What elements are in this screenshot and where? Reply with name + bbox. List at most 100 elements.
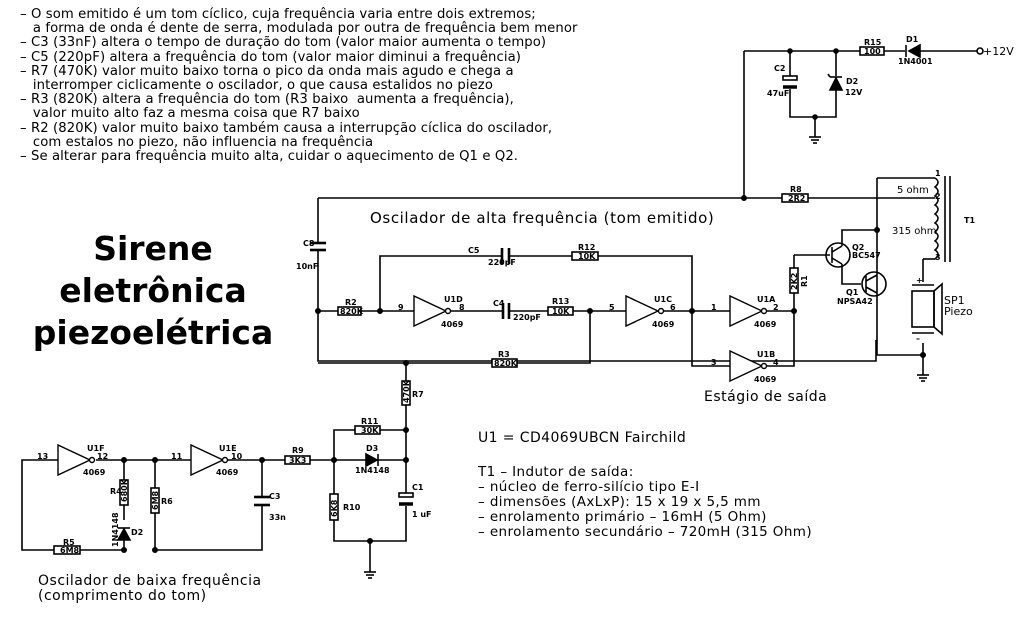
t1-pin2: 2 — [935, 192, 941, 201]
high-osc-label: Oscilador de alta frequência (tom emitid… — [370, 209, 715, 227]
d2s-ref: D2 — [131, 528, 143, 537]
transistor-q1 — [861, 271, 887, 297]
inverter-u1e — [190, 443, 225, 477]
c8-ref: C8 — [303, 239, 315, 248]
c3-value: 33n — [269, 513, 286, 522]
inverter-u1a — [729, 294, 764, 328]
resistor-r9 — [284, 455, 311, 465]
r15-ref: R15 — [864, 38, 882, 47]
diodes — [116, 43, 921, 541]
resistor-r3 — [491, 358, 518, 368]
resistor-r5 — [53, 545, 81, 555]
c8-value: 10nF — [296, 262, 318, 271]
r4-ref: R4 — [110, 487, 122, 496]
r13-value: 10K — [552, 307, 570, 316]
note-line: a forma de onda é dente de serra, modula… — [20, 21, 578, 37]
sp1-value: Piezo — [944, 305, 973, 318]
u1f-part: 4069 — [83, 468, 106, 477]
note-line: – C3 (33nF) altera o tempo de duração do… — [20, 35, 547, 51]
r3-value: 820K — [494, 359, 518, 368]
u1-spec: U1 = CD4069UBCN Fairchild — [478, 430, 687, 446]
note-line: – R3 (820K) altera a frequência do tom (… — [20, 92, 514, 108]
t1-spec-line: – enrolamento primário – 16mH (5 Ohm) — [478, 509, 767, 525]
piezo-sp1 — [911, 282, 943, 336]
u1b-out: 4 — [773, 358, 779, 367]
transistor-q2 — [825, 242, 851, 268]
r2-ref: R2 — [345, 298, 357, 307]
d3-value: 1N4148 — [355, 466, 390, 475]
u1d-ref: U1D — [444, 295, 463, 304]
r8-ref: R8 — [790, 185, 802, 194]
r13-ref: R13 — [552, 297, 569, 306]
u1f-in: 13 — [37, 452, 48, 461]
r6-ref: R6 — [161, 497, 173, 506]
resistor-r1 — [789, 267, 799, 294]
note-line: com estalos no piezo, não influencia na … — [20, 134, 374, 150]
diode-d2-signal — [116, 527, 132, 541]
zener-d2 — [828, 76, 844, 91]
u1d-out: 8 — [459, 303, 465, 312]
r12-value: 10K — [578, 252, 596, 261]
q1-value: NPSA42 — [837, 297, 873, 306]
note-line: valor muito alto faz a mesma coisa que R… — [20, 106, 360, 122]
resistor-r12 — [571, 251, 599, 261]
resistor-r7 — [401, 380, 411, 406]
sp1-plus: + — [916, 276, 923, 285]
u1f-out: 12 — [97, 452, 108, 461]
u1a-in: 1 — [711, 303, 717, 312]
t1-spec-line: – enrolamento secundário – 720mH (315 Oh… — [478, 524, 812, 540]
u1e-part: 4069 — [216, 468, 239, 477]
u1a-out: 2 — [773, 303, 779, 312]
u1d-part: 4069 — [441, 320, 464, 329]
u1c-out: 6 — [670, 303, 676, 312]
r11-value: 30K — [361, 426, 379, 435]
u1e-in: 11 — [171, 452, 183, 461]
note-line: – C5 (220pF) altera a frequência do tom … — [20, 49, 522, 65]
resistor-r4 — [119, 479, 129, 506]
r10-value: 6K8 — [330, 499, 339, 517]
note-line: – O som emitido é um tom cíclico, cuja f… — [20, 7, 536, 22]
title-line: piezoelétrica — [32, 313, 274, 352]
sp1-ref: SP1 — [944, 294, 965, 307]
d2s-value: 1N4148 — [111, 512, 120, 547]
c5-value: 220pF — [488, 258, 516, 267]
r6-value: 6M8 — [151, 490, 160, 510]
supply-label: +12V — [983, 45, 1014, 58]
q2-ref: Q2 — [852, 243, 864, 252]
design-notes: – O som emitido é um tom cíclico, cuja f… — [20, 7, 578, 164]
c1-value: 1 uF — [412, 510, 432, 519]
t1-spec-line: T1 – Indutor de saída: — [478, 464, 634, 480]
u1d-in: 9 — [398, 303, 404, 312]
c3-ref: C3 — [269, 492, 280, 501]
t1-pin3: 3 — [935, 253, 941, 262]
u1b-in: 3 — [711, 358, 717, 367]
d1-value: 1N4001 — [898, 57, 933, 66]
schematic-title: Sirene eletrônica piezoelétrica — [18, 228, 288, 354]
inverters — [57, 294, 768, 477]
r3-ref: R3 — [498, 350, 510, 359]
d2z-ref: D2 — [846, 77, 858, 86]
capacitors — [254, 75, 798, 512]
inverter-u1c — [625, 294, 660, 328]
u1c-part: 4069 — [652, 320, 675, 329]
c1-ref: C1 — [412, 483, 424, 492]
r5-value: 6M8 — [60, 546, 80, 555]
r1-value: 2K2 — [790, 273, 799, 290]
resistor-r11 — [354, 425, 381, 435]
inverter-u1d — [413, 294, 448, 328]
u1a-part: 4069 — [754, 320, 777, 329]
u1a-ref: U1A — [757, 295, 776, 304]
r5-ref: R5 — [63, 538, 75, 547]
t1-spec-line: – núcleo de ferro-silício tipo E-I — [478, 479, 700, 495]
t1-secondary: 315 ohm — [892, 226, 936, 237]
c4-value: 220pF — [513, 313, 541, 322]
r2-value: 820K — [340, 307, 364, 316]
inverter-u1f — [57, 443, 92, 477]
q2-value: BC547 — [852, 251, 881, 260]
u1c-in: 5 — [609, 303, 615, 312]
resistor-r13 — [547, 306, 574, 316]
u1b-part: 4069 — [754, 375, 777, 384]
t1-ref: T1 — [964, 216, 975, 225]
transistors — [825, 242, 887, 297]
